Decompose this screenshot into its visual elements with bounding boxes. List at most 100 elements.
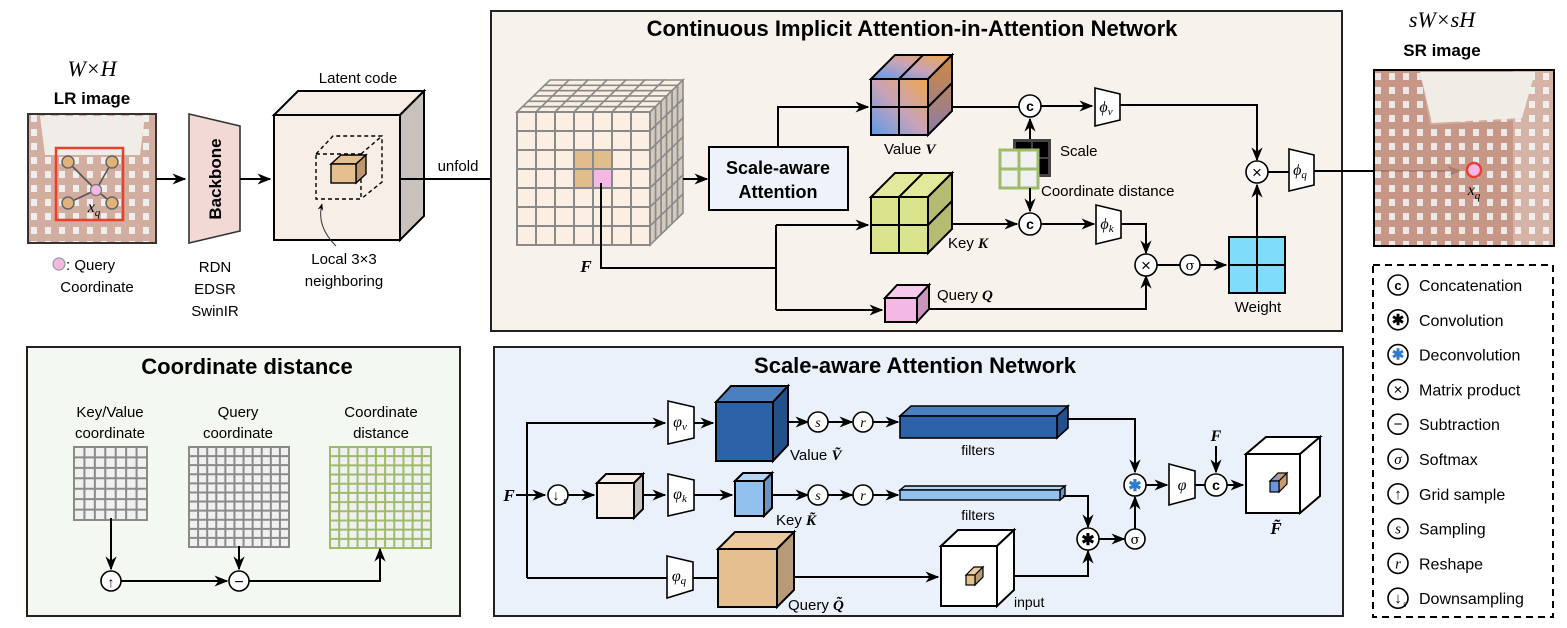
subtract-op: −	[228, 570, 250, 592]
feature-cell	[554, 111, 575, 132]
reshape-op-top: r	[852, 411, 874, 433]
arrow-saa-to-value	[777, 101, 870, 147]
saa-label: Scale-aware	[726, 158, 830, 178]
svg-text:×: ×	[1252, 163, 1262, 182]
line-query-to-matmul	[929, 274, 1152, 310]
feature-cell	[516, 111, 537, 132]
legend-item: ×Matrix product	[1387, 378, 1521, 401]
legend-label: Deconvolution	[1419, 348, 1520, 365]
deconv-op: ✱	[1123, 473, 1147, 497]
query-point	[89, 183, 103, 197]
deconvolution-icon: ✱	[1387, 343, 1409, 366]
svg-text:✱: ✱	[1392, 347, 1405, 364]
feature-cell	[535, 130, 556, 151]
svg-text:ϕk: ϕk	[1100, 216, 1114, 235]
feature-cell	[611, 130, 632, 151]
saan-input-f: F	[502, 486, 515, 505]
feature-cell	[592, 130, 613, 151]
svg-text:✱: ✱	[1081, 532, 1094, 549]
kv-coord-label: Key/Value	[76, 404, 143, 421]
feature-cell	[535, 168, 556, 189]
svg-text:×: ×	[1141, 256, 1151, 275]
phi-v-block: ϕv	[1094, 86, 1121, 128]
backbone-label: Backbone	[206, 138, 225, 219]
svg-text:✱: ✱	[1128, 478, 1141, 495]
svg-text:s: s	[815, 489, 821, 504]
svg-text:c: c	[1394, 278, 1401, 293]
svg-text:c: c	[1026, 216, 1034, 232]
output-label: F̃	[1269, 519, 1282, 538]
ciaa-panel: Continuous Implicit Attention-in-Attenti…	[490, 10, 1343, 332]
key-cube	[868, 170, 955, 256]
key-tilde-label: Key K̃	[776, 511, 817, 529]
matrix-product-icon: ×	[1387, 378, 1409, 401]
arrow-input-to-conv	[1014, 549, 1094, 577]
scale-aware-attention-box[interactable]: Scale-aware Attention	[708, 146, 849, 211]
saan-title: Scale-aware Attention Network	[754, 353, 1077, 378]
svg-text:↑: ↑	[108, 574, 115, 590]
svg-text:σ: σ	[1394, 452, 1402, 468]
value-tilde-label: Value Ṽ	[790, 446, 843, 464]
feature-cell	[592, 111, 613, 132]
feature-cell	[516, 149, 537, 170]
svg-text:−: −	[234, 574, 243, 591]
ciaa-title: Continuous Implicit Attention-in-Attenti…	[647, 16, 1179, 41]
query-legend-text: : Query	[66, 257, 116, 274]
feature-cell	[630, 206, 651, 227]
feature-cell	[630, 111, 651, 132]
svg-text:φk: φk	[673, 486, 688, 505]
feature-cell	[535, 225, 556, 246]
legend-label: Downsampling	[1419, 591, 1524, 608]
feature-cell	[516, 225, 537, 246]
key-tilde-cube	[732, 470, 775, 519]
feature-cell	[573, 168, 594, 189]
line-f-query	[600, 183, 776, 269]
svg-text:r: r	[860, 416, 866, 431]
feature-cell	[535, 111, 556, 132]
feature-cell	[573, 206, 594, 227]
query-tilde-label: Query Q̃	[788, 596, 844, 614]
concat-op-top: c	[1018, 94, 1042, 118]
backbone-trapezoid	[188, 112, 241, 245]
feature-cell	[516, 187, 537, 208]
sr-xq-label: xq	[1467, 182, 1481, 202]
sr-image-block: sW×sH SR image xq	[1373, 7, 1555, 247]
backbone-option: SwinIR	[191, 303, 239, 320]
softmax-op: σ	[1179, 254, 1201, 276]
arrow-vfilters-to-deconv	[1068, 418, 1141, 474]
legend-item: ↓s Downsampling	[1387, 587, 1524, 609]
input-cube	[938, 527, 1017, 609]
feature-cell	[573, 130, 594, 151]
backbone-option: RDN	[199, 259, 232, 276]
value-filters-bar	[897, 404, 1071, 440]
legend-label: Reshape	[1419, 556, 1483, 573]
feature-cell	[611, 206, 632, 227]
feature-label: F	[579, 257, 592, 276]
query-label: Query Q	[937, 287, 993, 304]
sampling-op-bottom: s	[807, 484, 829, 506]
coord-grid	[73, 446, 148, 521]
coord-grid	[329, 446, 432, 549]
line-f-to-varphi-v	[526, 417, 667, 578]
legend-item: ↑Grid sample	[1387, 482, 1505, 505]
concat-op-bottom: c	[1018, 212, 1042, 236]
sr-dims: sW×sH	[1409, 7, 1476, 32]
feature-cell	[554, 130, 575, 151]
sampling-op-top: s	[807, 411, 829, 433]
feature-cell	[573, 225, 594, 246]
feature-cell	[554, 149, 575, 170]
feature-cell	[554, 225, 575, 246]
varphi-v-block: φv	[667, 399, 695, 446]
grid-sample-op: ↑	[100, 570, 122, 592]
neighbor-point	[61, 196, 75, 210]
downsampling-icon: ↓s	[1387, 587, 1409, 609]
matmul-op-lower: ×	[1134, 253, 1158, 277]
coord-grid	[188, 446, 290, 548]
legend-item: ✱Convolution	[1387, 308, 1504, 331]
legend-label: Convolution	[1419, 313, 1504, 330]
varphi-q-block: φq	[666, 554, 694, 600]
query-coord-label: coordinate	[203, 425, 273, 442]
